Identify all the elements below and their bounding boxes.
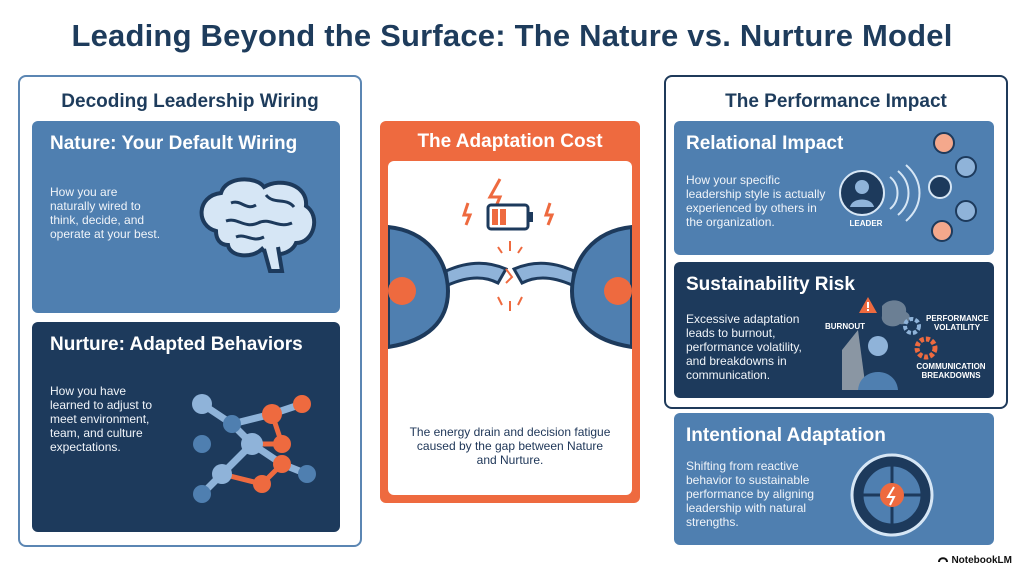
adaptation-cost-card: The Adaptation Cost The energy drain and… xyxy=(380,121,640,503)
emotion-face-icon xyxy=(928,132,977,242)
nurture-card: Nurture: Adapted Behaviors How you have … xyxy=(32,322,340,532)
nurture-card-title: Nurture: Adapted Behaviors xyxy=(50,334,303,355)
intentional-adaptation-title: Intentional Adaptation xyxy=(686,425,886,446)
adaptation-cost-title: The Adaptation Cost xyxy=(417,131,603,152)
adaptation-cost-body: The energy drain and decision fatigue ca… xyxy=(388,161,632,495)
puzzle-circle-icon xyxy=(850,453,934,537)
nature-card-description: How you are naturally wired to think, de… xyxy=(50,185,161,241)
nature-card: Nature: Your Default Wiring How you are … xyxy=(32,121,340,313)
relational-impact-description: How your specific leadership style is ac… xyxy=(686,173,826,229)
brain-icon xyxy=(199,177,317,273)
burnout-person-icon xyxy=(842,300,910,390)
leader-icon xyxy=(839,164,921,222)
relational-impact-card: Relational Impact How your specific lead… xyxy=(674,121,994,255)
communication-breakdowns-label-2: BREAKDOWNS xyxy=(921,371,981,380)
sustainability-risk-description: Excessive adaptation leads to burnout, p… xyxy=(686,312,802,382)
notebooklm-logo-icon xyxy=(938,557,949,563)
nurture-card-description: How you have learned to adjust to meet e… xyxy=(50,384,153,454)
sustainability-risk-title: Sustainability Risk xyxy=(686,274,855,295)
intentional-adaptation-description: Shifting from reactive behavior to susta… xyxy=(686,459,815,529)
performance-volatility-label-2: VOLATILITY xyxy=(933,323,981,332)
brand-label: NotebookLM xyxy=(938,554,1012,566)
battery-icon xyxy=(461,178,555,231)
page-title: Leading Beyond the Surface: The Nature v… xyxy=(71,18,953,53)
communication-breakdowns-label-1: COMMUNICATION xyxy=(916,362,986,371)
burnout-label: BURNOUT xyxy=(825,322,865,331)
network-icon xyxy=(192,394,316,503)
right-panel-heading: The Performance Impact xyxy=(725,91,947,112)
performance-volatility-label-1: PERFORMANCE xyxy=(926,314,989,323)
intentional-adaptation-card: Intentional Adaptation Shifting from rea… xyxy=(674,413,994,545)
warning-icon xyxy=(859,297,877,313)
gear-icon xyxy=(903,317,938,360)
sustainability-risk-card: Sustainability Risk Excessive adaptation… xyxy=(674,262,994,398)
bridge-icon xyxy=(388,224,632,350)
relational-impact-title: Relational Impact xyxy=(686,133,844,154)
leader-label: LEADER xyxy=(849,219,883,228)
brand-text: NotebookLM xyxy=(951,555,1012,566)
adaptation-cost-description: The energy drain and decision fatigue ca… xyxy=(409,425,611,467)
left-panel-heading: Decoding Leadership Wiring xyxy=(61,91,319,112)
nature-card-title: Nature: Your Default Wiring xyxy=(50,133,298,154)
